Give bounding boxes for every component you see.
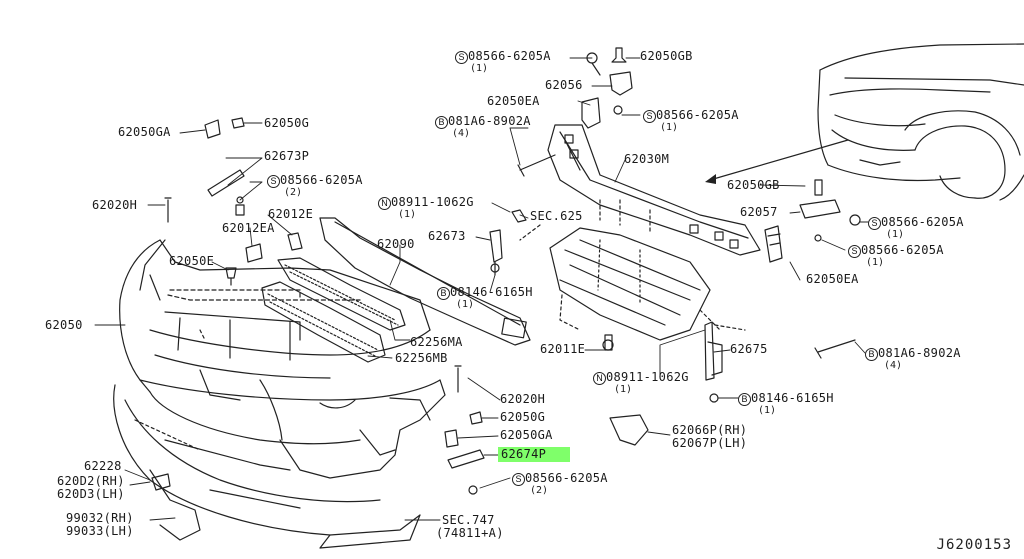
qty: (1) xyxy=(758,405,777,416)
label-62067P: 62067P(LH) xyxy=(672,436,748,450)
qty: (1) xyxy=(456,299,475,310)
s-marker: S xyxy=(455,51,468,64)
car-silhouette xyxy=(817,43,1024,201)
label-620D2: 620D2(RH) xyxy=(57,474,125,488)
label-62673P: 62673P xyxy=(264,149,310,163)
b-marker: B xyxy=(738,393,751,406)
label-99032: 99032(RH) xyxy=(66,511,134,525)
grille-upper xyxy=(277,257,406,331)
bumper-fascia xyxy=(119,239,446,479)
label-62256MB: 62256MB xyxy=(395,351,448,365)
lower-spoiler xyxy=(113,384,421,549)
energy-absorber xyxy=(319,217,531,346)
label-62050: 62050 xyxy=(45,318,83,332)
label-62012EA: 62012EA xyxy=(222,221,275,235)
label-62050GB-right: 62050GB xyxy=(727,178,780,192)
label-99033: 99033(LH) xyxy=(66,524,134,538)
reinforcement-beam xyxy=(547,124,761,256)
label-081A6-8902A-top: 081A6-8902A xyxy=(448,114,531,128)
label-620D3: 620D3(LH) xyxy=(57,487,125,501)
b-marker: B xyxy=(435,116,448,129)
label-sec625: SEC.625 xyxy=(530,209,583,223)
b-marker: B xyxy=(437,287,450,300)
label-62050E: 62050E xyxy=(169,254,215,268)
s-marker: S xyxy=(643,110,656,123)
b-marker: B xyxy=(865,348,878,361)
label-08566-6205A-top: 08566-6205A xyxy=(468,49,551,63)
s-marker: S xyxy=(512,473,525,486)
label-62674P-highlighted: 62674P xyxy=(498,447,571,462)
label-62673: 62673 xyxy=(428,229,466,243)
label-62050G-left: 62050G xyxy=(264,116,310,130)
label-08566-6205A-right2: 08566-6205A xyxy=(861,243,944,257)
label-08566-6205A-mid: 08566-6205A xyxy=(656,108,739,122)
label-62057: 62057 xyxy=(740,205,778,219)
qty: (2) xyxy=(284,187,303,198)
n-marker: N xyxy=(593,372,606,385)
diagram-code: J6200153 xyxy=(936,537,1012,553)
s-marker: S xyxy=(267,175,280,188)
label-08566-6205A-left: 08566-6205A xyxy=(280,173,363,187)
label-62050GA-left: 62050GA xyxy=(118,125,171,139)
label-62066P: 62066P(RH) xyxy=(672,423,748,437)
qty: (1) xyxy=(660,122,679,133)
s-marker: S xyxy=(868,217,881,230)
qty: (1) xyxy=(886,229,905,240)
label-62228: 62228 xyxy=(84,459,122,473)
small-parts xyxy=(151,47,861,495)
grille-lower xyxy=(261,281,386,363)
label-08566-6205A-right1: 08566-6205A xyxy=(881,215,964,229)
qty: (4) xyxy=(884,360,903,371)
label-sec747-sub: (74811+A) xyxy=(436,526,504,540)
label-sec747: SEC.747 xyxy=(442,513,495,527)
n-marker: N xyxy=(378,197,391,210)
label-62050EA-top: 62050EA xyxy=(487,94,540,108)
qty: (1) xyxy=(866,257,885,268)
label-08911-1062G-low: 08911-1062G xyxy=(606,370,689,384)
label-62050G-center: 62050G xyxy=(500,410,546,424)
label-08911-1062G-top: 08911-1062G xyxy=(391,195,474,209)
label-08146-6165H-top: 08146-6165H xyxy=(450,285,533,299)
label-08566-6205A-center: 08566-6205A xyxy=(525,471,608,485)
label-62020H-center: 62020H xyxy=(500,392,546,406)
label-62050GA-center: 62050GA xyxy=(500,428,553,442)
qty: (1) xyxy=(614,384,633,395)
label-08146-6165H-low: 08146-6165H xyxy=(751,391,834,405)
qty: (1) xyxy=(398,209,417,220)
callout-arrow xyxy=(709,139,849,181)
s-marker: S xyxy=(848,245,861,258)
under-cover xyxy=(519,199,746,341)
label-62030M: 62030M xyxy=(624,152,670,166)
label-62020H-left: 62020H xyxy=(92,198,138,212)
label-62256MA: 62256MA xyxy=(410,335,463,349)
label-081A6-8902A-right: 081A6-8902A xyxy=(878,346,961,360)
label-62090: 62090 xyxy=(377,237,415,251)
label-62675: 62675 xyxy=(730,342,768,356)
qty: (2) xyxy=(530,485,549,496)
label-62056: 62056 xyxy=(545,78,583,92)
leader-lines xyxy=(94,57,869,521)
qty: (4) xyxy=(452,128,471,139)
qty: (1) xyxy=(470,63,489,74)
label-62050EA-right: 62050EA xyxy=(806,272,859,286)
label-62012E: 62012E xyxy=(268,207,314,221)
label-62011E: 62011E xyxy=(540,342,586,356)
label-62050GB-top: 62050GB xyxy=(640,49,693,63)
